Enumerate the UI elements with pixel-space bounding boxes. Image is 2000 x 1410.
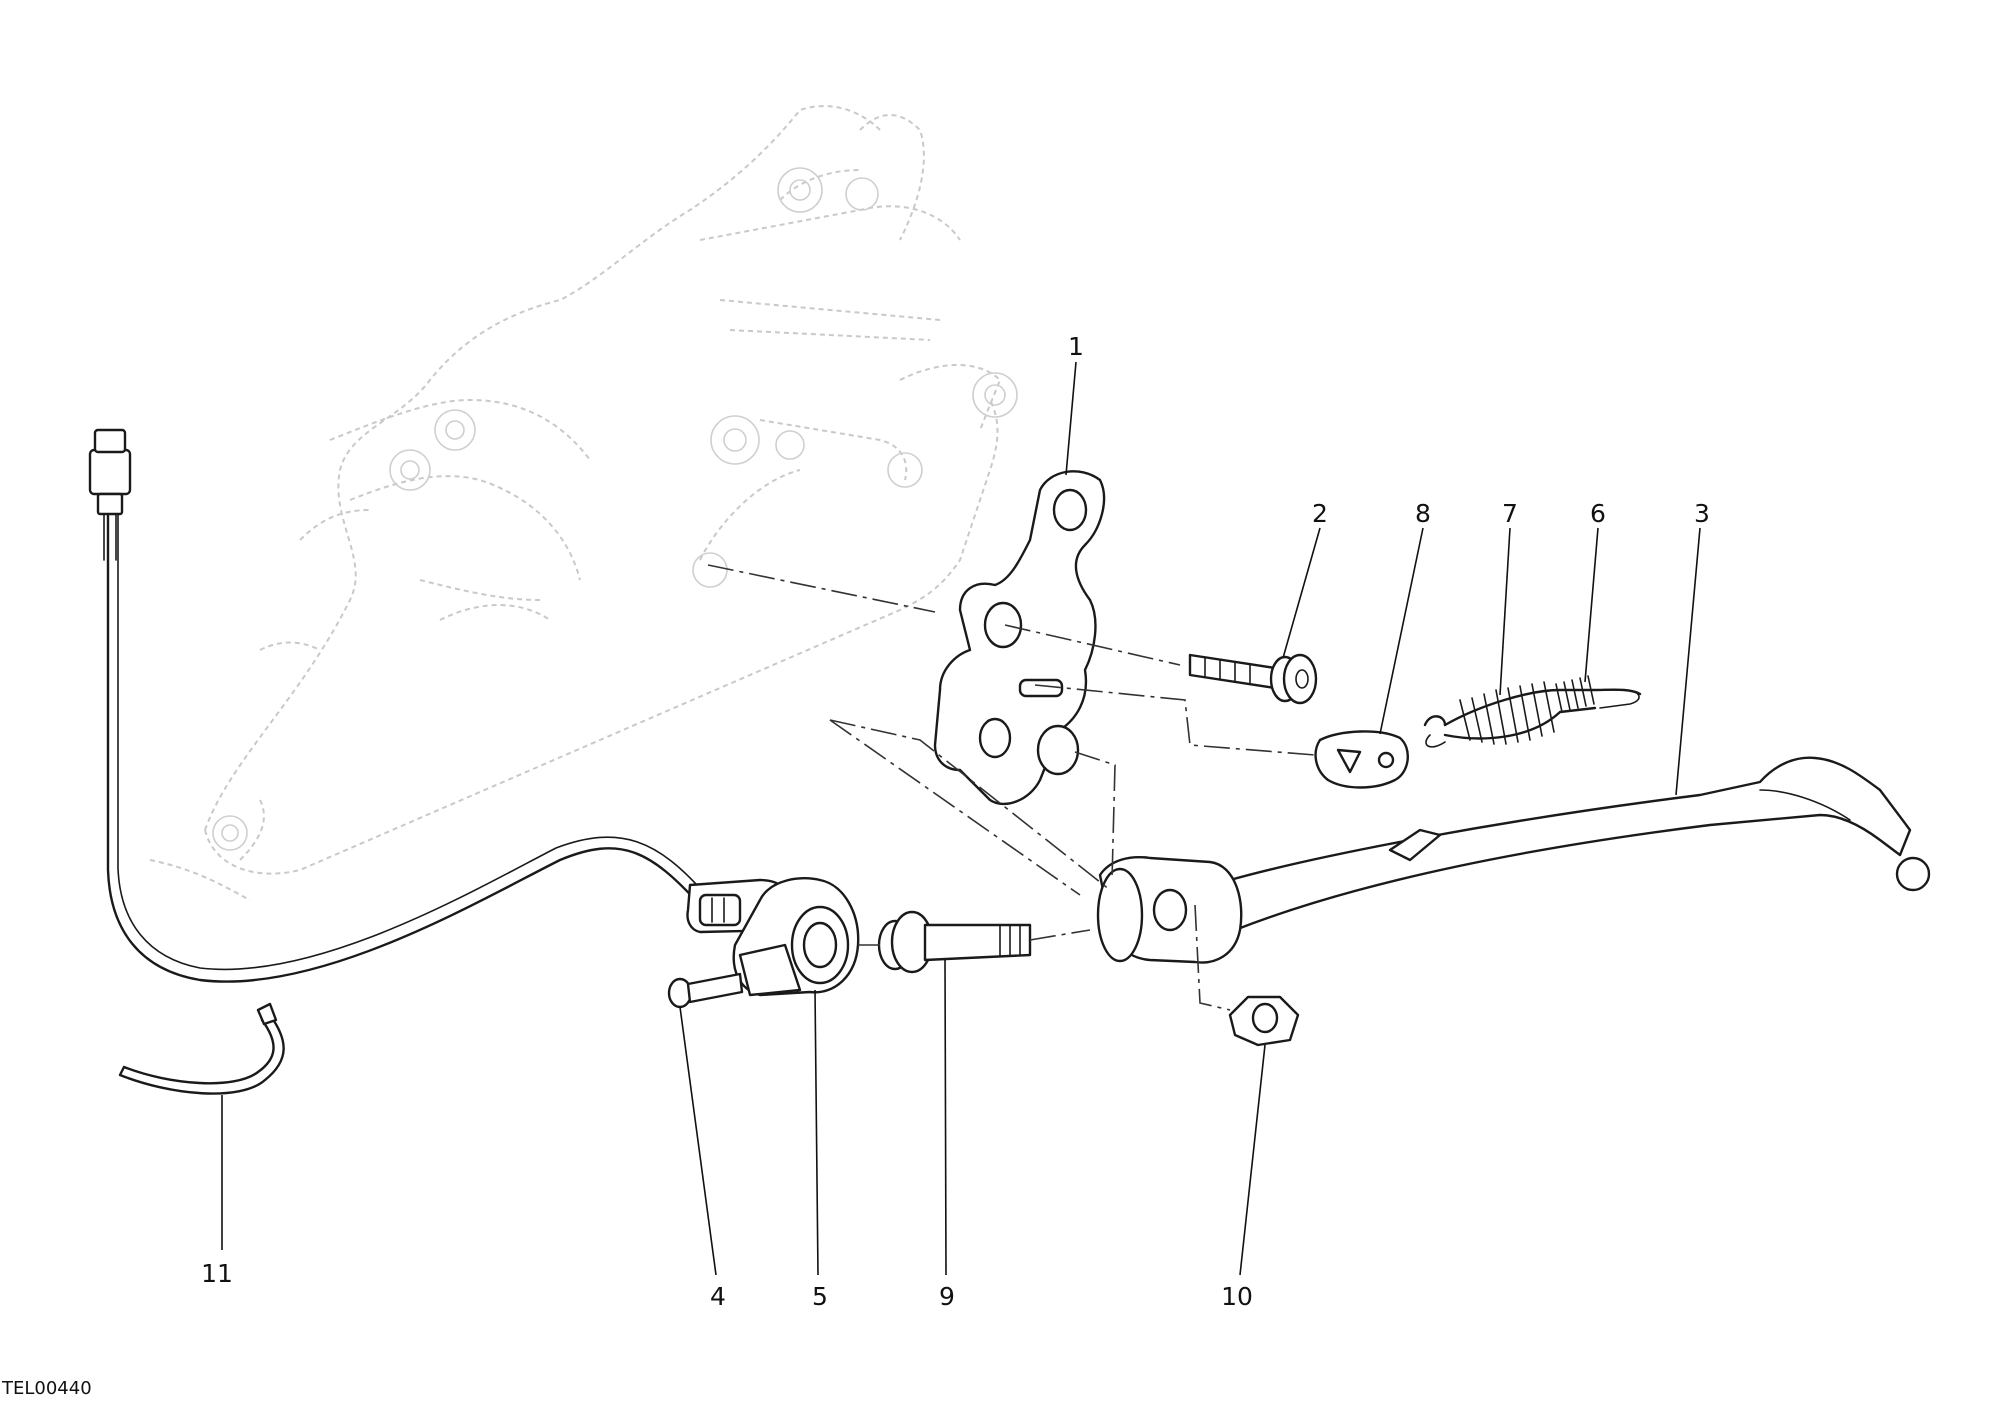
callout-11: 11: [201, 1259, 233, 1288]
engine-case-outline: [149, 105, 1018, 901]
leader-lines: [221, 361, 1701, 1276]
callout-2: 2: [1312, 499, 1328, 528]
switch-screw: [667, 972, 744, 1009]
return-springs: [1423, 675, 1642, 748]
spring-plate: [1314, 730, 1409, 789]
callout-3: 3: [1694, 499, 1710, 528]
flange-bolt: [1188, 653, 1318, 705]
callout-7: 7: [1502, 499, 1518, 528]
callout-9: 9: [939, 1282, 955, 1311]
side-stand: [1096, 756, 1931, 964]
pivot-bolt: [877, 910, 1032, 974]
pivot-nut: [1228, 995, 1300, 1047]
callout-4: 4: [710, 1282, 726, 1311]
callout-1: 1: [1068, 332, 1084, 361]
sensor-cable: [88, 428, 707, 983]
callout-10: 10: [1221, 1282, 1253, 1311]
callout-5: 5: [812, 1282, 828, 1311]
callout-labels: 1 2 3 4 5 6 7 8 9 10 11: [201, 332, 1710, 1311]
sidestand-switch: [686, 877, 860, 997]
callout-6: 6: [1590, 499, 1606, 528]
stand-bracket: [933, 470, 1106, 806]
assembly-axes: [707, 564, 1316, 1011]
cable-tie: [118, 1002, 285, 1095]
callout-8: 8: [1415, 499, 1431, 528]
drawing-code: TEL00440: [2, 1378, 92, 1399]
